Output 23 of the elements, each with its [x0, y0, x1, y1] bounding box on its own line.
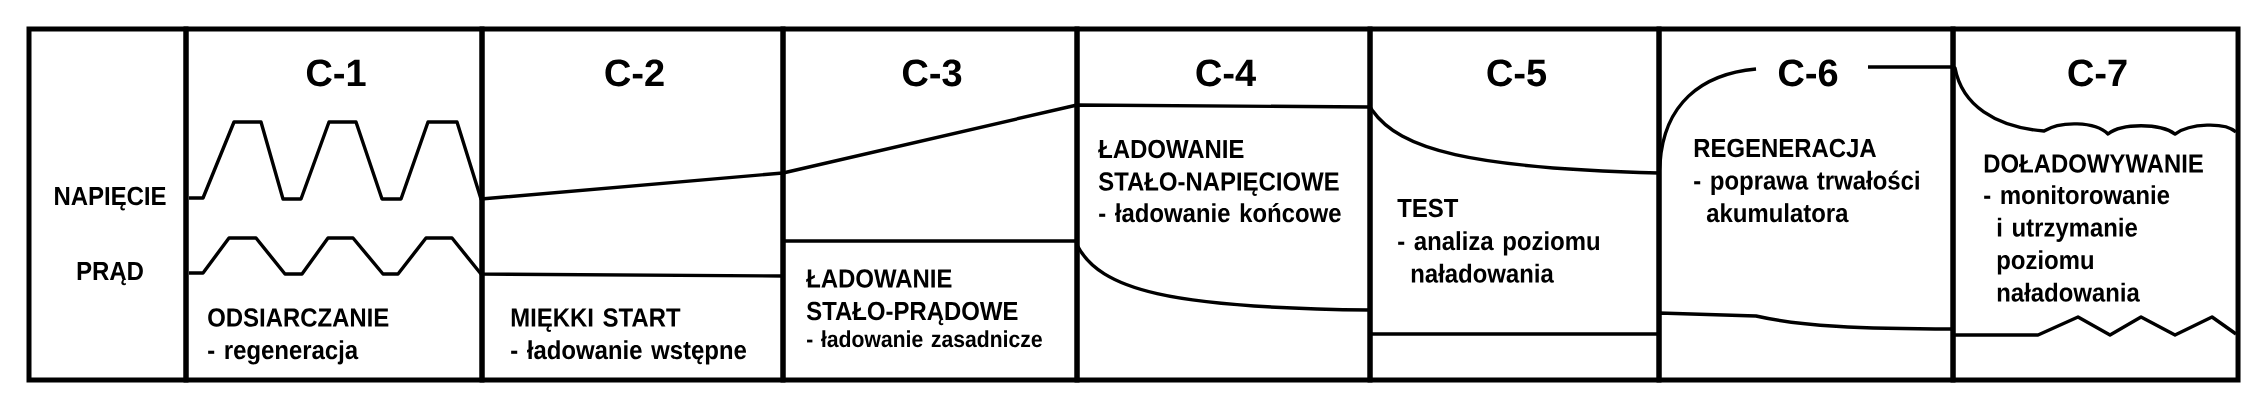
stage-title: TEST [1397, 198, 1459, 218]
row-label: PRĄD [77, 262, 143, 286]
stage-description: - poprawa trwałości akumulatora [1694, 170, 1919, 223]
column-heading: C-4 [1196, 59, 1256, 87]
column-heading: C-6 [1778, 59, 1838, 87]
stage-description: - analiza poziomu naładowania [1398, 231, 1600, 283]
row-label: NAPIĘCIE [55, 186, 166, 211]
stage-description: - ładowanie wstępne [511, 340, 747, 365]
stage-title: DOŁADOWYWANIE [1984, 154, 2203, 173]
stage-title: ODSIARCZANIE [208, 308, 389, 327]
stage-description: - regeneracja [208, 340, 359, 365]
column-heading: C-7 [2068, 59, 2127, 87]
column-heading: C-5 [1487, 59, 1547, 87]
stage-title: ŁADOWANIE STAŁO-PRĄDOWE [806, 269, 1018, 326]
stage-title: ŁADOWANIE STAŁO-NAPIĘCIOWE [1098, 139, 1339, 196]
stage-description: - ładowanie zasadnicze [807, 330, 1042, 348]
stage-description: - monitorowanie i utrzymanie poziomu naładowania [1984, 185, 2170, 302]
column-heading: C-3 [902, 59, 962, 87]
stage-description: - ładowanie końcowe [1099, 202, 1341, 223]
column-heading: C-2 [605, 59, 664, 87]
column-heading: C-1 [306, 59, 366, 87]
stage-title: MIĘKKI START [511, 308, 681, 332]
stage-title: REGENERACJA [1694, 138, 1876, 158]
